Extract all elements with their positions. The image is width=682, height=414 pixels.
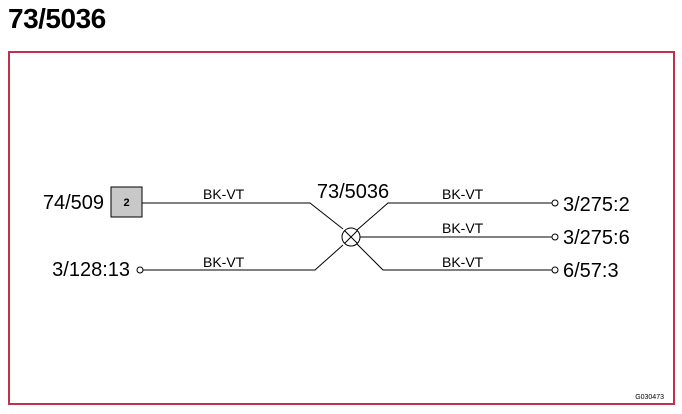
terminal-dot-left (136, 266, 144, 274)
right-terminal-label-2: 3/275:6 (563, 227, 630, 249)
figure-reference: G030473 (635, 394, 664, 401)
connector-pin-box (110, 186, 143, 218)
wire-label-right-top: BK-VT (442, 186, 484, 202)
wire-label-right-bottom: BK-VT (442, 254, 484, 270)
splice-crossed-circle-icon (341, 227, 361, 247)
connector-pin-number: 2 (123, 197, 129, 209)
left-connector-label: 74/509 (43, 192, 104, 214)
terminal-dot-right-3 (551, 266, 559, 274)
wire-label-left-top: BK-VT (203, 186, 245, 202)
terminal-dot-right-1 (551, 199, 559, 207)
right-terminal-label-3: 6/57:3 (563, 260, 619, 282)
wire-left-top (142, 202, 344, 230)
terminal-dot-right-2 (551, 233, 559, 241)
splice-label: 73/5036 (317, 181, 389, 203)
page-title: 73/5036 (8, 3, 106, 34)
right-terminal-label-1: 3/275:2 (563, 194, 630, 216)
wire-label-left-bottom: BK-VT (203, 254, 245, 270)
diagram-frame (8, 51, 675, 405)
wire-label-right-middle: BK-VT (442, 220, 484, 236)
wire-right-top (356, 202, 552, 231)
wire-right-bottom (356, 243, 552, 271)
wire-left-bottom (143, 244, 344, 271)
left-terminal-label: 3/128:13 (52, 259, 130, 281)
